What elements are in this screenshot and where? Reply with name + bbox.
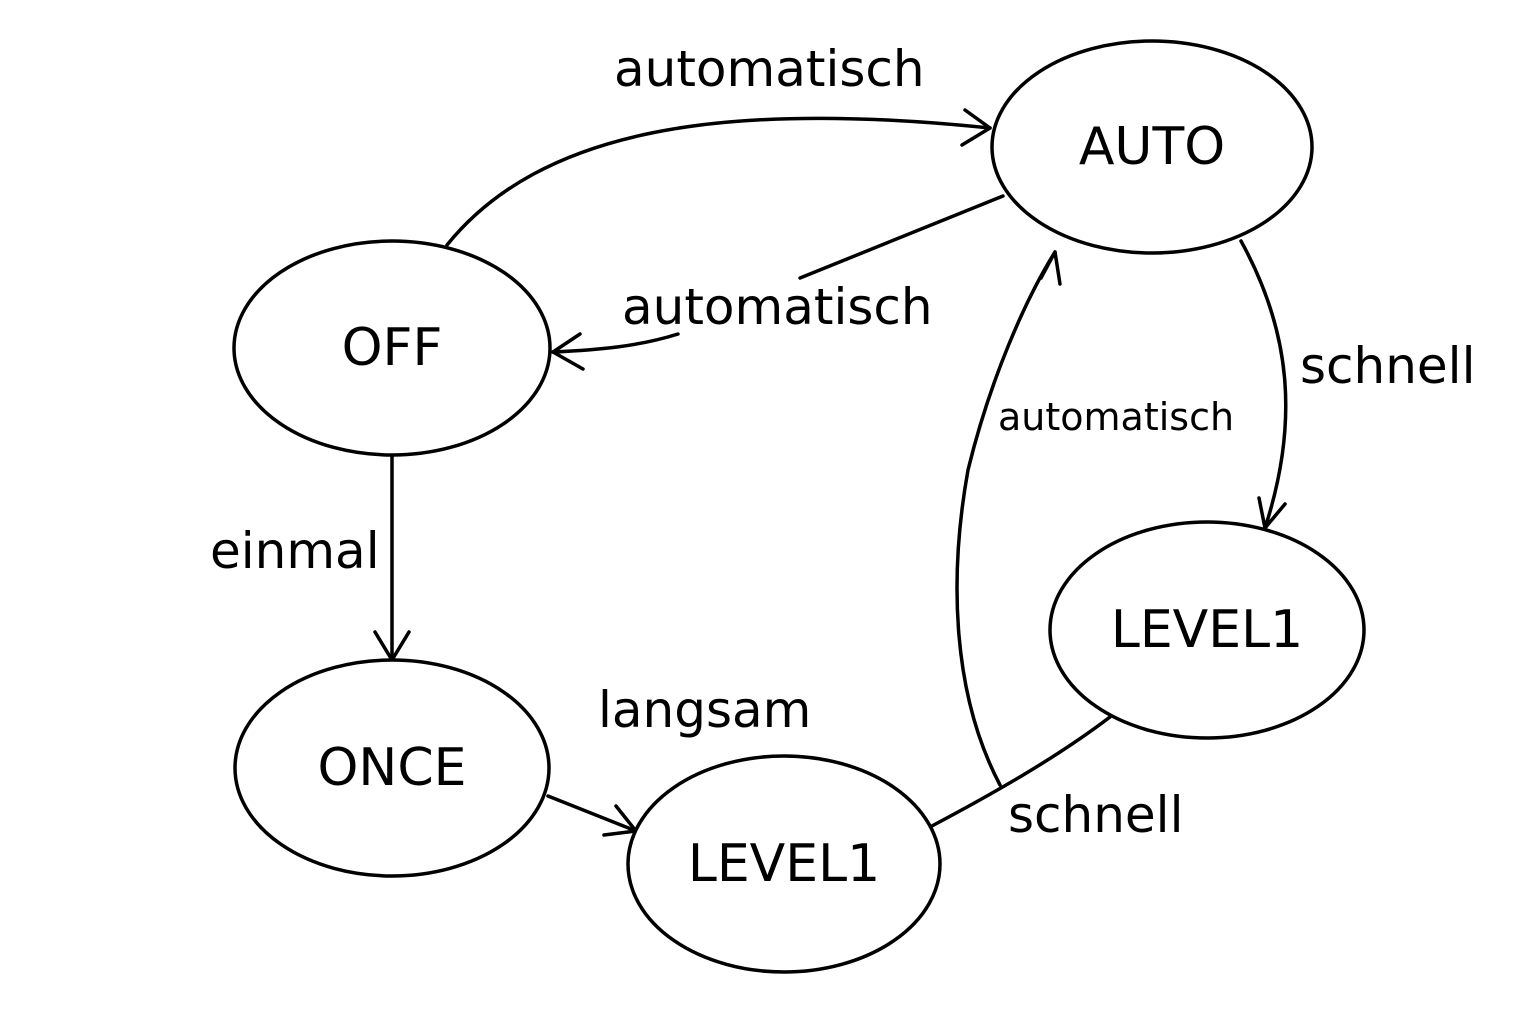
edge-label-off-to-once: einmal [210, 522, 380, 580]
edge-auto-to-off-tail [551, 332, 680, 354]
edge-level1-to-level1 [928, 715, 1112, 829]
edge-label-once-to-level1: langsam [598, 681, 811, 739]
node-once-label: ONCE [318, 738, 467, 798]
edge-label-level1-to-level1: schnell [1008, 786, 1183, 844]
edge-level1-to-auto [955, 250, 1057, 787]
node-once [233, 658, 551, 878]
node-auto-label: AUTO [1079, 117, 1225, 177]
edge-auto-to-level1-right [1239, 239, 1288, 530]
edge-off-to-auto [445, 116, 992, 247]
node-off [232, 239, 552, 457]
edge-auto-to-off [798, 194, 1005, 280]
node-level1-bottom [626, 754, 942, 974]
arrowhead-level1-to-auto [1039, 250, 1062, 286]
edge-label-auto-to-off: automatisch [622, 278, 933, 336]
edge-once-to-level1 [546, 794, 638, 833]
node-off-label: OFF [342, 318, 443, 378]
node-level1-right-label: LEVEL1 [1111, 600, 1303, 660]
edge-label-level1-to-auto: automatisch [998, 395, 1234, 439]
edge-label-auto-to-level1-right: schnell [1300, 337, 1475, 395]
node-level1-bottom-label: LEVEL1 [688, 834, 880, 894]
arrowhead-auto-to-off [551, 332, 585, 371]
node-auto [990, 39, 1314, 255]
node-level1-right [1048, 520, 1366, 740]
arrowhead-off-to-auto [960, 108, 992, 147]
edge-label-off-to-auto: automatisch [614, 40, 925, 98]
